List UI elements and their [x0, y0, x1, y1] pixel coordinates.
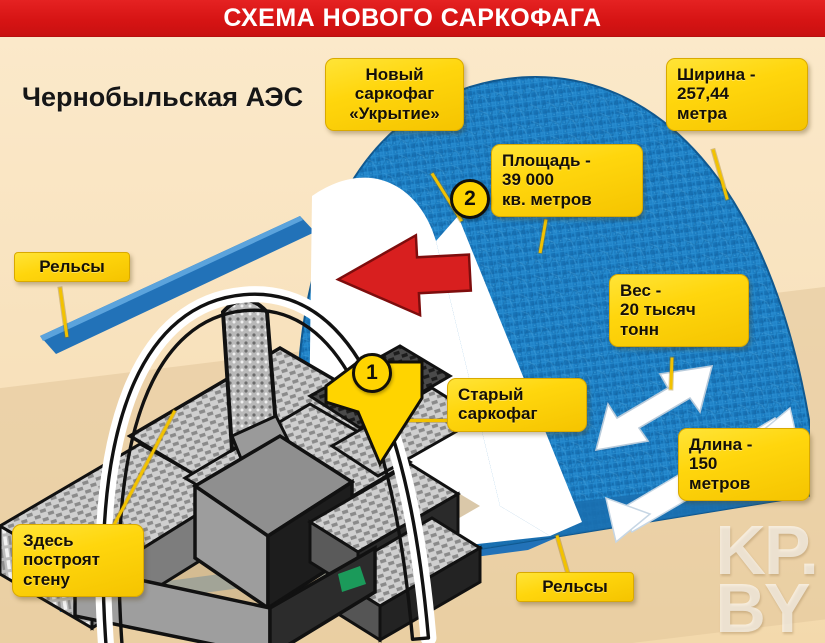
page-title: СХЕМА НОВОГО САРКОФАГА: [223, 3, 602, 32]
marker-1: 1: [352, 353, 392, 393]
page-subject-title: Чернобыльская АЭС: [22, 82, 304, 112]
callout-rails-bottom: Рельсы: [516, 572, 634, 603]
title-bar: СХЕМА НОВОГО САРКОФАГА: [0, 0, 825, 36]
callout-area: Площадь - 39 000 кв. метров: [491, 144, 643, 218]
callout-length: Длина - 150 метров: [678, 428, 810, 502]
callout-rails-left: Рельсы: [14, 252, 130, 283]
callout-width: Ширина - 257,44 метра: [666, 58, 808, 132]
callout-wall: Здесь построят стену: [12, 524, 144, 598]
callout-old-sarcophagus: Старый саркофаг: [447, 378, 587, 432]
callout-new-shelter: Новый саркофаг «Укрытие»: [325, 58, 464, 132]
callout-weight: Вес - 20 тысяч тонн: [609, 274, 749, 348]
diagram-canvas: Чернобыльская АЭС Новый саркофаг «Укрыти…: [0, 36, 825, 643]
marker-2: 2: [450, 179, 490, 219]
